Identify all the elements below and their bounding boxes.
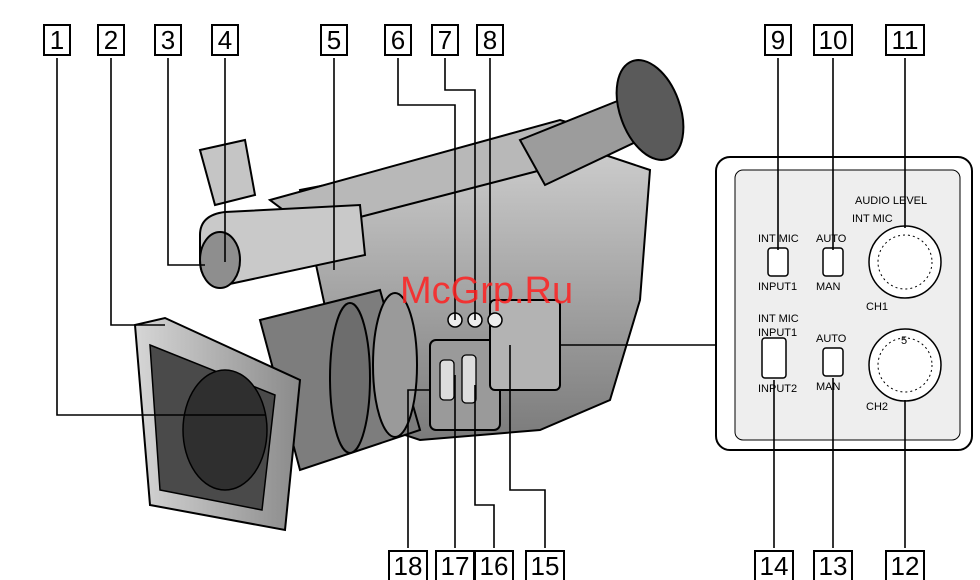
zoom-ring (330, 303, 370, 453)
callout-number: 12 (891, 551, 920, 580)
svg-text:AUTO: AUTO (816, 333, 847, 345)
svg-text:MAN: MAN (816, 381, 841, 393)
svg-text:5: 5 (901, 335, 907, 347)
callout-13: 13 (814, 551, 852, 580)
svg-text:CH1: CH1 (866, 301, 888, 313)
callout-number: 6 (391, 25, 405, 55)
svg-text:AUTO: AUTO (816, 233, 847, 245)
int-mic-label: INT MIC (852, 213, 893, 225)
callout-number: 14 (760, 551, 789, 580)
int-mic-input1-switch[interactable] (768, 248, 788, 276)
watermark: McGrp.Ru (400, 270, 573, 312)
audio-panel-inset: AUDIO LEVEL INT MIC INT MIC INPUT1 AUTO … (716, 157, 972, 450)
callout-10: 10 (814, 25, 852, 55)
svg-text:INT MIC: INT MIC (758, 313, 799, 325)
callout-number: 17 (441, 551, 470, 580)
focus-ring (373, 293, 417, 437)
callout-6: 6 (385, 25, 411, 55)
callout-number: 15 (531, 551, 560, 580)
callout-number: 5 (327, 25, 341, 55)
callout-number: 4 (218, 25, 232, 55)
callout-14: 14 (755, 551, 793, 580)
callout-number: 2 (104, 25, 118, 55)
callout-number: 1 (50, 25, 64, 55)
callout-number: 13 (819, 551, 848, 580)
callout-1: 1 (44, 25, 70, 55)
audio-level-title: AUDIO LEVEL (855, 195, 927, 207)
svg-text:CH2: CH2 (866, 401, 888, 413)
callout-8: 8 (477, 25, 503, 55)
svg-text:MAN: MAN (816, 281, 841, 293)
ch2-auto-man-switch[interactable] (823, 348, 843, 376)
svg-text:INPUT1: INPUT1 (758, 327, 797, 339)
lens-glass (183, 370, 267, 490)
callout-number: 18 (394, 551, 423, 580)
callout-5: 5 (321, 25, 347, 55)
callout-number: 11 (892, 25, 919, 55)
input-select-switch[interactable] (762, 338, 786, 378)
callout-9: 9 (765, 25, 791, 55)
callout-12: 12 (886, 551, 924, 580)
svg-text:INPUT1: INPUT1 (758, 281, 797, 293)
callout-16: 16 (475, 551, 513, 580)
callout-15: 15 (526, 551, 564, 580)
callout-number: 16 (480, 551, 509, 580)
callout-3: 3 (155, 25, 181, 55)
mic-holder (200, 140, 255, 205)
callout-17: 17 (436, 551, 474, 580)
callout-number: 7 (438, 25, 452, 55)
callout-number: 10 (819, 25, 848, 55)
audio-panel-on-camera (490, 300, 560, 390)
callout-18: 18 (389, 551, 427, 580)
ch1-audio-dial[interactable] (869, 226, 941, 298)
callout-4: 4 (212, 25, 238, 55)
callout-7: 7 (432, 25, 458, 55)
callout-number: 3 (161, 25, 175, 55)
callout-number: 8 (483, 25, 497, 55)
callout-number: 9 (771, 25, 785, 55)
callout-11: 11 (886, 25, 924, 55)
svg-text:INPUT2: INPUT2 (758, 383, 797, 395)
ch1-auto-man-switch[interactable] (823, 248, 843, 276)
callout-2: 2 (98, 25, 124, 55)
